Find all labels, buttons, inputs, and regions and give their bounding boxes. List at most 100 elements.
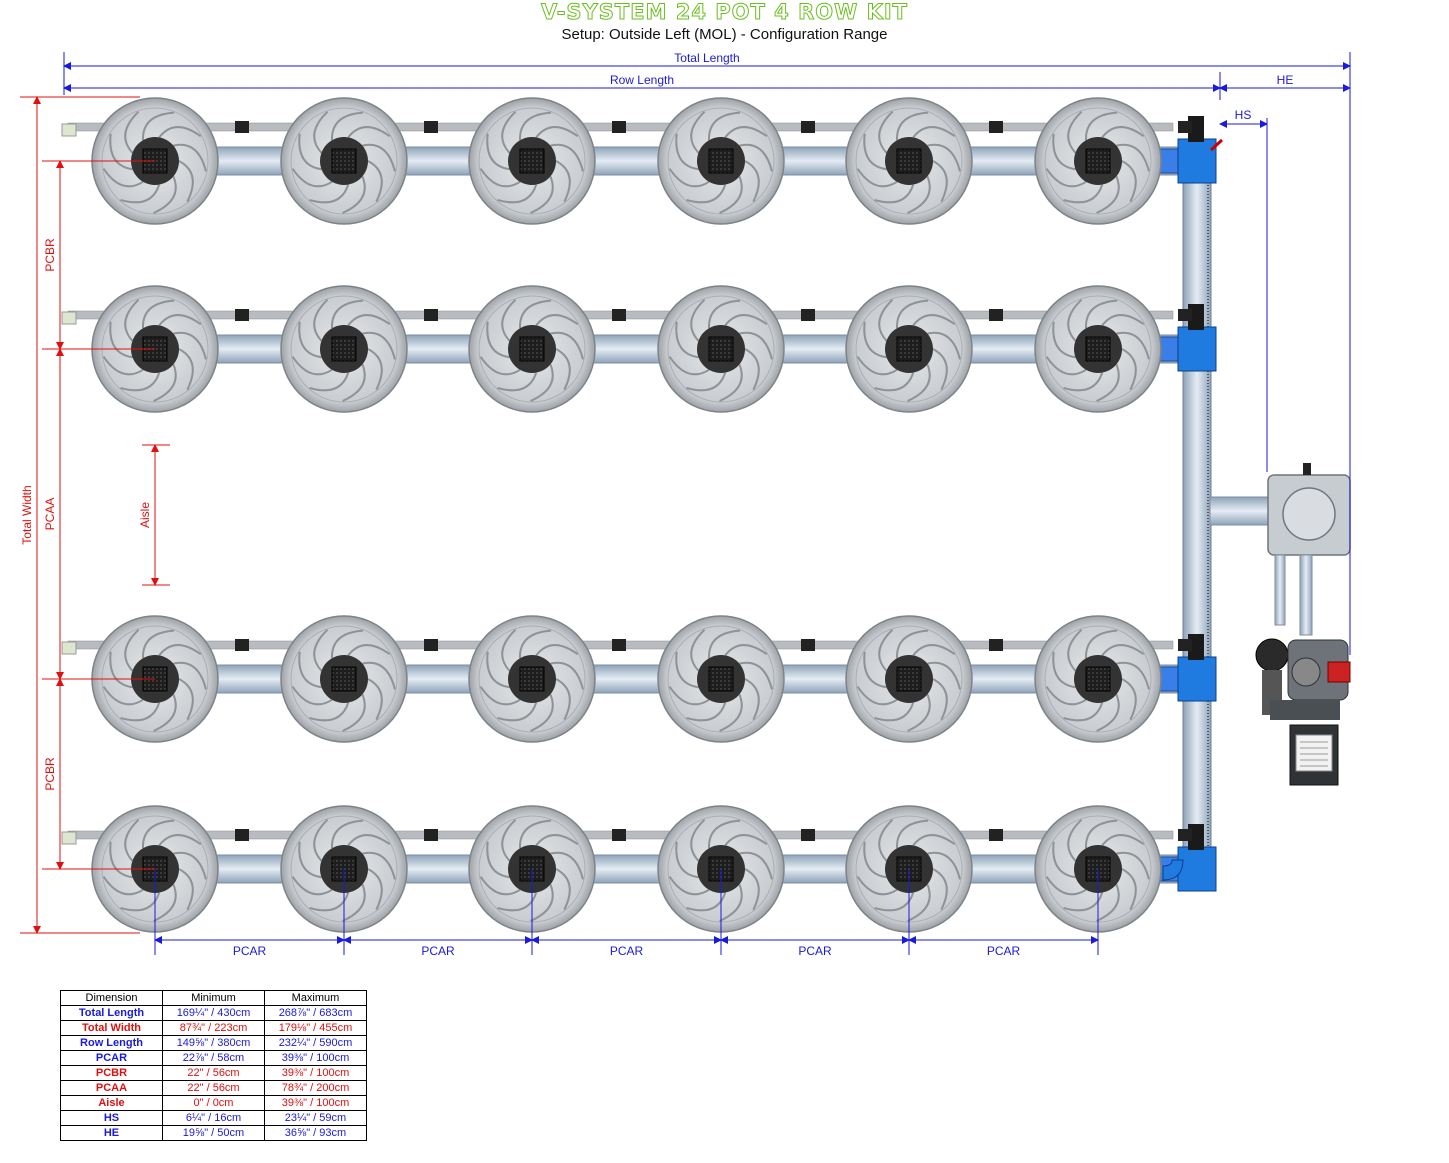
pot-valve (612, 829, 626, 841)
pot-vane (744, 678, 760, 721)
pot-vane (874, 892, 915, 912)
pot-vane (298, 133, 322, 171)
pot-inner-ring (1044, 107, 1152, 215)
tank-sensor (1303, 463, 1311, 475)
pot-vane (342, 884, 366, 922)
pot-vane (173, 661, 207, 690)
pot-vane (367, 678, 383, 721)
pot-vane (927, 851, 961, 880)
pipes-layer (61, 116, 1217, 892)
table-header-row: Dimension Minimum Maximum (60, 990, 367, 1006)
pot-vane (486, 133, 510, 171)
pot-vane (1121, 678, 1137, 721)
pot-vane (313, 298, 329, 342)
pot-inner-ring (1044, 295, 1152, 403)
pot-vane (158, 834, 202, 847)
pot-vane (932, 678, 948, 721)
tank-lid (1282, 487, 1336, 541)
pot-vane (362, 331, 396, 360)
pot-vane (362, 143, 396, 172)
pot-vane (518, 629, 552, 659)
pot-vane (313, 628, 329, 672)
pot-vane (362, 851, 396, 880)
pot-vane (1096, 364, 1120, 402)
pot-vane (1116, 331, 1150, 360)
pot-vane (501, 110, 517, 154)
pot-drain-mesh (708, 666, 734, 692)
pump-impeller (1291, 657, 1321, 687)
pot-vane (1101, 126, 1145, 139)
pot-vane (1052, 321, 1076, 359)
pot-vane (907, 694, 931, 732)
pot-inner-ring (478, 625, 586, 733)
table-cell-min: 169¼" / 430cm (162, 1005, 265, 1021)
table-cell-name: PCBR (60, 1065, 163, 1081)
pot-valve (801, 829, 815, 841)
pot-vane (298, 841, 322, 879)
table-cell-name: Total Width (60, 1020, 163, 1036)
pot-vane (291, 686, 333, 706)
pot-inner-ring (855, 625, 963, 733)
pot (280, 97, 438, 225)
pot-drain-mesh (331, 336, 357, 362)
pot-inner-ring (855, 107, 963, 215)
pot-vane (874, 372, 915, 392)
pot-vane (686, 702, 727, 722)
pot-vane (153, 176, 177, 214)
pot-vane (724, 834, 768, 847)
pot-vane (724, 644, 768, 657)
pot-vane (330, 111, 364, 141)
pot-vane (690, 628, 706, 672)
pot-vane (298, 651, 322, 689)
pot (1034, 97, 1192, 225)
pot-vane (309, 372, 350, 392)
pot-vane (555, 678, 571, 721)
manifold-tee (1177, 138, 1217, 184)
pot-valve (801, 121, 815, 133)
pot-valve (612, 121, 626, 133)
table-cell-min: 19⅝" / 50cm (162, 1125, 265, 1141)
pot-valve (989, 121, 1003, 133)
pot-vane (739, 331, 773, 360)
pot-vane (878, 628, 894, 672)
pot-vane (102, 168, 144, 188)
table-cell-min: 87¾" / 223cm (162, 1020, 265, 1036)
pot-valve (612, 309, 626, 321)
aisle-label: Aisle (138, 502, 152, 528)
pot-vane (1084, 111, 1118, 141)
pot-vane (1096, 694, 1120, 732)
table-cell-name: PCAA (60, 1080, 163, 1096)
table-cell-min: 0" / 0cm (162, 1095, 265, 1111)
pot-vane (535, 644, 579, 657)
pot-vane (501, 818, 517, 862)
pot (657, 615, 815, 743)
pot-vane (367, 348, 383, 391)
pcar-label: PCAR (233, 944, 267, 958)
pot-valve (1178, 121, 1192, 133)
pot-vane (120, 892, 161, 912)
pot-vane (497, 702, 538, 722)
pot-valve (801, 309, 815, 321)
pot (657, 97, 815, 225)
pot-vane (856, 876, 898, 896)
pot-vane (535, 314, 579, 327)
tank-outlet-pipe-b (1299, 554, 1313, 636)
pot-vane (102, 876, 144, 896)
pot-drain-mesh (708, 336, 734, 362)
pot-inner-ring (667, 625, 775, 733)
pot-vane (367, 160, 383, 203)
pot-vane (120, 702, 161, 722)
pot-vane (120, 372, 161, 392)
pot-vane (479, 356, 521, 376)
pot-vane (668, 356, 710, 376)
pot-vane (744, 160, 760, 203)
pot-vane (1121, 868, 1137, 911)
table-cell-name: HS (60, 1110, 163, 1126)
pot-vane (550, 331, 584, 360)
pot-valve (235, 309, 249, 321)
